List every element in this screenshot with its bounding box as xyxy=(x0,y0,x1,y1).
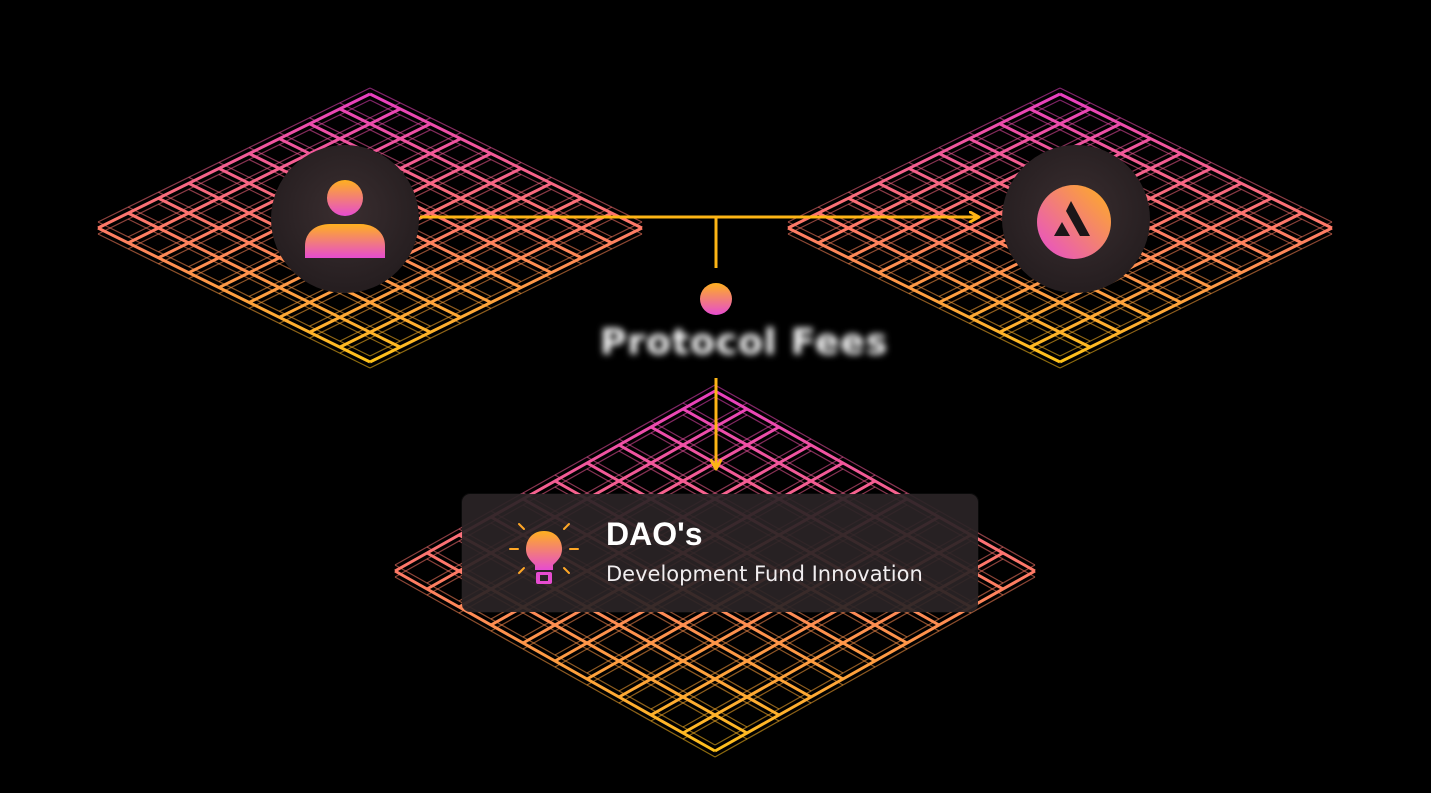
mesh-line xyxy=(369,226,643,364)
avalanche-node xyxy=(1002,145,1150,293)
mesh-line xyxy=(97,226,371,364)
mesh-line xyxy=(1059,221,1333,357)
mesh-line xyxy=(1029,211,1303,349)
mesh-line xyxy=(369,92,643,230)
mesh-line xyxy=(1059,87,1333,223)
mesh-line xyxy=(1029,218,1303,354)
mesh-line xyxy=(817,114,1091,250)
mesh-line xyxy=(279,188,552,324)
mesh-line xyxy=(714,576,1036,758)
dao-title: DAO's xyxy=(606,516,703,552)
mesh-line xyxy=(97,87,371,223)
mesh-line xyxy=(848,117,1121,253)
lightbulb-icon xyxy=(509,523,579,584)
mesh-line xyxy=(817,206,1091,342)
mesh-line xyxy=(278,181,552,319)
mesh-line xyxy=(339,102,613,238)
mesh-line xyxy=(1059,99,1333,235)
mesh-line xyxy=(1029,206,1303,342)
mesh-line xyxy=(97,92,371,230)
mesh-line xyxy=(127,206,401,342)
dao-card: DAO's Development Fund Innovation xyxy=(462,494,978,612)
mesh-line xyxy=(714,396,1036,578)
mesh-line xyxy=(339,206,613,342)
mesh-line xyxy=(848,203,1121,339)
user-node xyxy=(271,145,419,293)
mesh-line xyxy=(127,102,401,238)
mesh-line xyxy=(127,107,401,245)
mesh-line xyxy=(97,99,371,235)
mesh-line xyxy=(369,221,643,357)
mesh-line xyxy=(1029,107,1303,245)
protocol-dot-icon xyxy=(700,283,732,315)
mesh-line xyxy=(787,99,1061,235)
mesh-line xyxy=(787,221,1061,357)
mesh-line xyxy=(714,384,1036,566)
mesh-line xyxy=(817,107,1091,245)
mesh-line xyxy=(847,196,1122,334)
mesh-line xyxy=(817,102,1091,238)
mesh-line xyxy=(309,191,582,327)
mesh-line xyxy=(714,389,1036,573)
mesh-line xyxy=(817,218,1091,354)
mesh-line xyxy=(787,92,1061,230)
mesh-line xyxy=(848,191,1121,327)
mesh-line xyxy=(339,114,613,250)
mesh-line xyxy=(339,107,613,245)
mesh-line xyxy=(1059,226,1333,364)
mesh-line xyxy=(339,211,613,349)
mesh-line xyxy=(308,196,583,334)
mesh-line xyxy=(1029,114,1303,250)
mesh-line xyxy=(369,87,643,223)
avalanche-logo-icon xyxy=(1037,185,1111,259)
mesh-line xyxy=(309,117,582,253)
mesh-line xyxy=(1029,102,1303,238)
mesh-line xyxy=(127,114,401,250)
mesh-line xyxy=(998,196,1273,334)
mesh-line xyxy=(97,221,371,357)
protocol-fees-label: Protocol Fees xyxy=(600,322,889,363)
mesh-line xyxy=(787,87,1061,223)
mesh-line xyxy=(1059,233,1333,369)
mesh-line xyxy=(1059,92,1333,230)
mesh-line xyxy=(714,569,1036,753)
protocol-node xyxy=(700,283,732,315)
mesh-line xyxy=(369,233,643,369)
mesh-line xyxy=(817,211,1091,349)
user-icon xyxy=(305,180,385,258)
mesh-line xyxy=(999,203,1272,339)
mesh-line xyxy=(787,233,1061,369)
mesh-line xyxy=(309,203,582,339)
mesh-line xyxy=(369,99,643,235)
mesh-line xyxy=(787,226,1061,364)
dao-subtitle: Development Fund Innovation xyxy=(606,562,923,586)
mesh-line xyxy=(97,233,371,369)
mesh-line xyxy=(127,218,401,354)
mesh-line xyxy=(339,218,613,354)
mesh-line xyxy=(127,211,401,349)
connector-lines xyxy=(420,217,978,468)
